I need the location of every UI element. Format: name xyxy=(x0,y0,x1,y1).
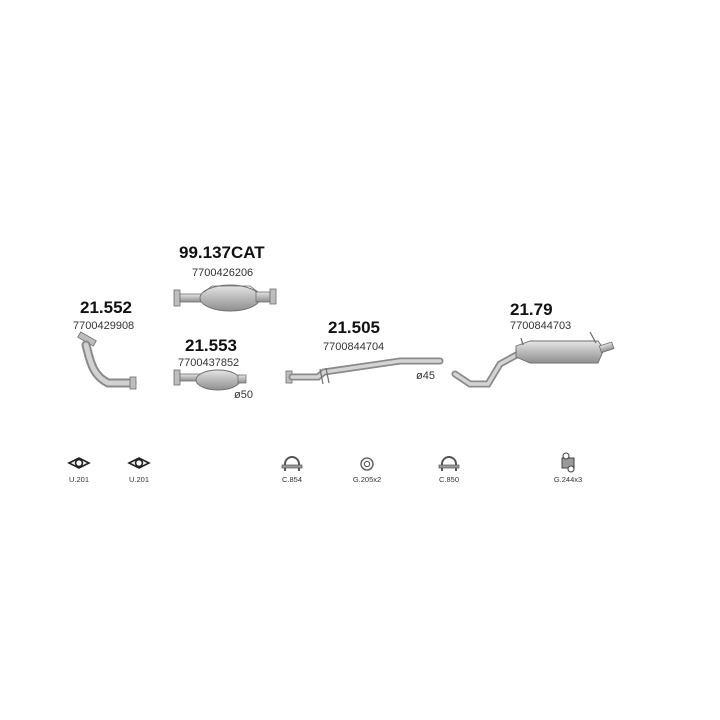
accessory-label: G.205x2 xyxy=(352,475,382,484)
u-clamp-icon xyxy=(281,456,303,471)
part-oem-2179: 7700844703 xyxy=(510,320,572,332)
part-oem-21553: 7700437852 xyxy=(178,357,240,369)
part-code-21553: 21.553 xyxy=(185,336,237,355)
accessory-label: C.850 xyxy=(438,475,460,484)
part-code-21552: 21.552 xyxy=(80,298,132,317)
intermediate-pipe-21505[interactable] xyxy=(285,357,444,385)
rubber-hanger-icon xyxy=(561,452,575,473)
accessory-label: U.201 xyxy=(68,475,90,484)
rubber-ring-icon xyxy=(360,457,374,471)
part-code-2179: 21.79 xyxy=(510,300,553,319)
part-code-21505: 21.505 xyxy=(328,318,380,337)
accessory-label: G.244x3 xyxy=(553,475,583,484)
u-clamp-icon xyxy=(438,456,460,471)
front-pipe-21552[interactable] xyxy=(77,331,137,390)
part-diameter-21505: ø45 xyxy=(416,370,435,382)
part-oem-99137cat: 7700426206 xyxy=(192,267,254,279)
part-code-99137cat: 99.137CAT xyxy=(179,243,265,262)
catalytic-converter-99137cat[interactable] xyxy=(173,284,277,312)
part-diameter-21553: ø50 xyxy=(234,389,253,401)
rear-silencer-2179[interactable] xyxy=(451,331,615,388)
part-oem-21552: 7700429908 xyxy=(73,320,135,332)
accessory-label: C.854 xyxy=(281,475,303,484)
part-oem-21505: 7700844704 xyxy=(323,341,385,353)
flange-gasket-icon xyxy=(127,457,151,469)
catalyst-21553[interactable] xyxy=(173,369,247,391)
flange-gasket-icon xyxy=(67,457,91,469)
accessory-label: U.201 xyxy=(128,475,150,484)
